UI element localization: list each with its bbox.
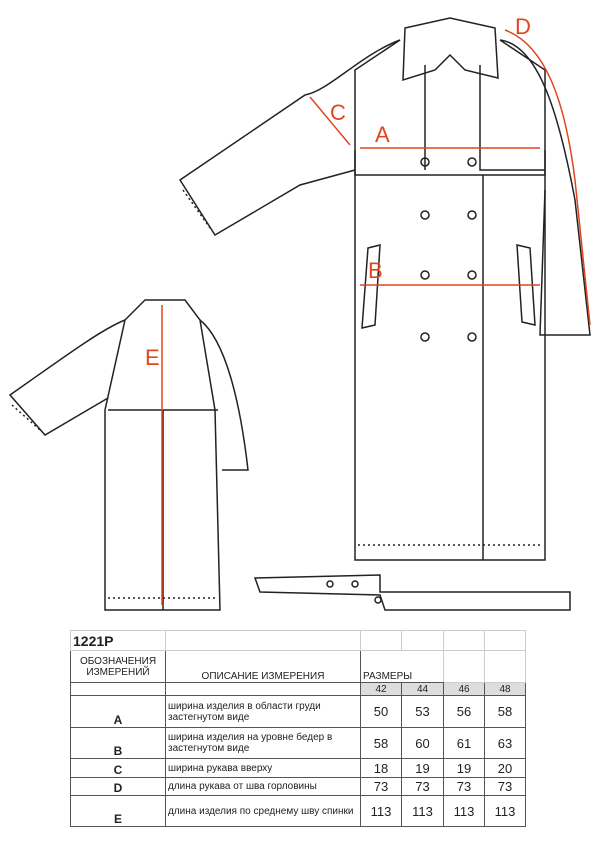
coat-technical-drawing <box>8 17 591 611</box>
table-row: B ширина изделия на уровне бедер в засте… <box>70 727 526 759</box>
measurement-lines <box>161 29 591 605</box>
label-C: C <box>330 100 346 125</box>
front-collar <box>402 17 499 82</box>
row-value: 20 <box>484 758 526 778</box>
front-view <box>178 17 591 561</box>
row-description: ширина изделия в области груди застегнут… <box>165 695 361 728</box>
front-pocket-left <box>361 244 381 329</box>
row-code: C <box>70 758 166 778</box>
row-value: 113 <box>360 795 402 827</box>
table-row: E длина изделия по среднему шву спинки 1… <box>70 795 526 827</box>
row-value: 73 <box>360 777 402 796</box>
row-code: D <box>70 777 166 796</box>
back-view <box>8 299 249 611</box>
back-right-sleeve <box>199 319 249 471</box>
front-pocket-right <box>516 244 536 326</box>
row-value: 56 <box>443 695 485 728</box>
front-right-sleeve <box>499 39 591 336</box>
front-body-outline <box>354 39 546 561</box>
back-body-outline <box>104 299 221 611</box>
header-sizes: РАЗМЕРЫ <box>360 650 444 683</box>
row-description: ширина рукава вверху <box>165 758 361 778</box>
row-value: 58 <box>484 695 526 728</box>
back-left-sleeve <box>8 319 126 436</box>
model-number: 1221Р <box>70 630 166 651</box>
table-row: C ширина рукава вверху 18 19 19 20 <box>70 758 526 778</box>
size-42: 42 <box>360 682 402 696</box>
table-row: A ширина изделия в области груди застегн… <box>70 695 526 728</box>
row-value: 18 <box>360 758 402 778</box>
header-description: ОПИСАНИЕ ИЗМЕРЕНИЯ <box>165 650 361 683</box>
table-title-row: 1221Р <box>70 630 526 651</box>
row-value: 58 <box>360 727 402 759</box>
row-code: A <box>70 695 166 728</box>
label-B: B <box>368 258 383 283</box>
row-code: B <box>70 727 166 759</box>
table-header-row: ОБОЗНАЧЕНИЯ ИЗМЕРЕНИЙ ОПИСАНИЕ ИЗМЕРЕНИЯ… <box>70 650 526 683</box>
label-D: D <box>515 14 531 39</box>
row-value: 50 <box>360 695 402 728</box>
row-value: 19 <box>443 758 485 778</box>
row-value: 73 <box>401 777 444 796</box>
table-row: D длина рукава от шва горловины 73 73 73… <box>70 777 526 796</box>
row-description: длина изделия по среднему шву спинки <box>165 795 361 827</box>
row-value: 19 <box>401 758 444 778</box>
front-hem-stitch <box>182 189 542 546</box>
measure-line-C <box>309 96 351 146</box>
front-storm-flap <box>424 65 545 171</box>
size-table: 1221Р ОБОЗНАЧЕНИЯ ИЗМЕРЕНИЙ ОПИСАНИЕ ИЗМ… <box>70 630 526 827</box>
measure-line-D <box>504 29 591 326</box>
front-left-sleeve <box>178 39 401 237</box>
row-value: 61 <box>443 727 485 759</box>
belt <box>253 574 571 611</box>
row-value: 53 <box>401 695 444 728</box>
row-code: E <box>70 795 166 827</box>
row-value: 113 <box>443 795 485 827</box>
back-yoke <box>108 409 218 610</box>
row-value: 113 <box>401 795 444 827</box>
size-44: 44 <box>401 682 444 696</box>
row-value: 63 <box>484 727 526 759</box>
size-46: 46 <box>443 682 485 696</box>
row-description: длина рукава от шва горловины <box>165 777 361 796</box>
sizes-row: 42 44 46 48 <box>70 682 526 696</box>
back-hem-stitch <box>11 404 217 599</box>
row-value: 73 <box>443 777 485 796</box>
front-yoke <box>354 150 546 176</box>
label-E: E <box>145 345 160 370</box>
belt-holes <box>326 580 382 604</box>
row-description: ширина изделия на уровне бедер в застегн… <box>165 727 361 759</box>
row-value: 60 <box>401 727 444 759</box>
row-value: 73 <box>484 777 526 796</box>
front-buttons <box>420 157 477 342</box>
size-48: 48 <box>484 682 526 696</box>
header-code: ОБОЗНАЧЕНИЯ ИЗМЕРЕНИЙ <box>70 650 166 683</box>
row-value: 113 <box>484 795 526 827</box>
label-A: A <box>375 122 390 147</box>
